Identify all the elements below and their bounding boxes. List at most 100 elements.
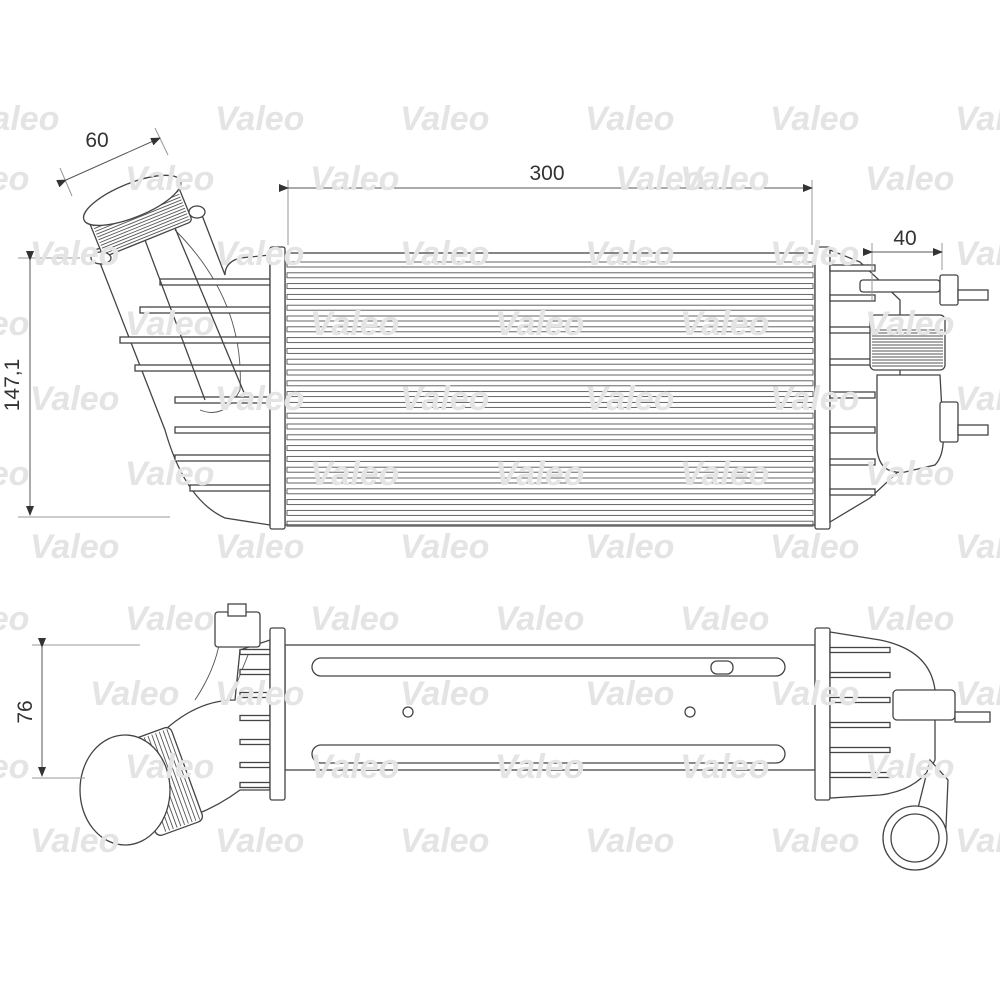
core-fin — [286, 466, 814, 473]
outlet-rib — [829, 458, 876, 466]
outlet-threaded-cap — [869, 314, 946, 371]
radiator-core-bottom — [284, 644, 816, 771]
right-end-plate-bottom — [814, 627, 831, 801]
thread-line — [162, 730, 197, 821]
outlet-rib — [829, 671, 891, 679]
core-fin — [286, 369, 814, 376]
right-end-plate — [814, 246, 831, 530]
watermark-text: Valeo — [0, 748, 29, 786]
watermark-text: Valeo — [0, 600, 29, 638]
watermark-text: Valeo — [865, 160, 954, 198]
inlet-rib — [239, 714, 271, 722]
core-fin — [286, 412, 814, 419]
core-fin — [286, 315, 814, 322]
thread-line — [99, 207, 186, 244]
thread-line — [98, 204, 184, 241]
watermark-text: Valeo — [955, 528, 1000, 566]
watermark-text: Valeo — [680, 160, 769, 198]
watermark-text: Valeo — [30, 380, 119, 418]
dim-label-147-1: 147,1 — [1, 359, 24, 412]
outlet-rib — [829, 746, 891, 754]
outlet-rib — [829, 326, 876, 334]
watermark-text: Valeo — [585, 100, 674, 138]
watermark-text: Valeo — [125, 600, 214, 638]
thread-line — [97, 202, 183, 238]
watermark-text: Valeo — [770, 822, 859, 860]
outlet-rib — [829, 488, 876, 496]
inlet-rib — [174, 454, 271, 462]
core-fin — [286, 509, 814, 516]
inlet-rib — [239, 648, 271, 656]
core-fin — [286, 283, 814, 290]
watermark-text: Valeo — [955, 822, 1000, 860]
core-fin — [286, 499, 814, 506]
outlet-rib — [829, 696, 891, 704]
core-fin — [286, 293, 814, 300]
outlet-rib — [829, 771, 891, 779]
core-fin — [286, 304, 814, 311]
inlet-elbow-bottom — [79, 603, 271, 846]
watermark-text: Valeo — [400, 100, 489, 138]
outlet-rib — [829, 646, 891, 654]
inlet-rib — [159, 278, 271, 286]
dimension-inlet-diameter: 60 — [56, 127, 169, 197]
watermark-text: Valeo — [90, 675, 179, 713]
core-fin — [286, 445, 814, 452]
inlet-rib — [119, 336, 271, 344]
inlet-threaded-cap — [82, 174, 192, 257]
thread-line — [155, 733, 189, 824]
watermark-text: Valeo — [615, 160, 704, 198]
watermark-text: Valeo — [400, 822, 489, 860]
bottom-view: 76 — [14, 603, 991, 871]
core-fin — [286, 455, 814, 462]
watermark-text: Valeo — [495, 600, 584, 638]
watermark-text: Valeo — [770, 528, 859, 566]
watermark-text: Valeo — [400, 528, 489, 566]
inlet-rib — [239, 781, 271, 789]
dimension-core-width: 300 — [279, 162, 813, 245]
core-fin — [286, 261, 814, 268]
watermark-text: Valeo — [0, 305, 29, 343]
outlet-right — [829, 249, 989, 524]
dimension-height: 147,1 — [1, 251, 170, 518]
inlet-rib — [174, 396, 271, 404]
watermark-text: Valeo — [770, 100, 859, 138]
dim-label-300: 300 — [529, 162, 564, 185]
watermark-text: Valeo — [0, 455, 29, 493]
thread-line — [158, 731, 193, 823]
inlet-spine — [144, 239, 206, 401]
core-fin — [286, 347, 814, 354]
core-fin — [286, 326, 814, 333]
inlet-rib — [239, 668, 271, 676]
watermark-text: Valeo — [955, 675, 1000, 713]
inlet-rib — [239, 738, 271, 746]
inlet-rib — [134, 364, 271, 372]
outlet-rib — [829, 358, 876, 366]
thread-line — [102, 216, 189, 252]
dim-label-60: 60 — [85, 129, 108, 152]
radiator-core-top — [284, 252, 816, 527]
thread-line — [166, 729, 201, 820]
dimension-outlet-offset: 40 — [863, 227, 943, 300]
watermark-text: Valeo — [215, 528, 304, 566]
core-fin — [286, 391, 814, 398]
watermark-text: Valeo — [955, 235, 1000, 273]
stiffening-slot-bottom — [311, 744, 786, 764]
inlet-rib — [189, 484, 271, 492]
outlet-rib — [829, 294, 876, 302]
inlet-pipe-left — [82, 174, 271, 526]
outlet-rib — [829, 426, 876, 434]
outlet-bottom — [829, 631, 991, 871]
left-end-plate — [269, 246, 286, 530]
core-fin — [286, 401, 814, 408]
dim-label-40: 40 — [893, 227, 916, 250]
thread-line — [100, 210, 187, 246]
outlet-rib — [829, 721, 891, 729]
left-end-plate-bottom — [269, 627, 286, 801]
core-fin — [286, 358, 814, 365]
inlet-rib — [174, 426, 271, 434]
watermark-text: Valeo — [585, 528, 674, 566]
core-fin — [286, 488, 814, 495]
core-fin — [286, 477, 814, 484]
